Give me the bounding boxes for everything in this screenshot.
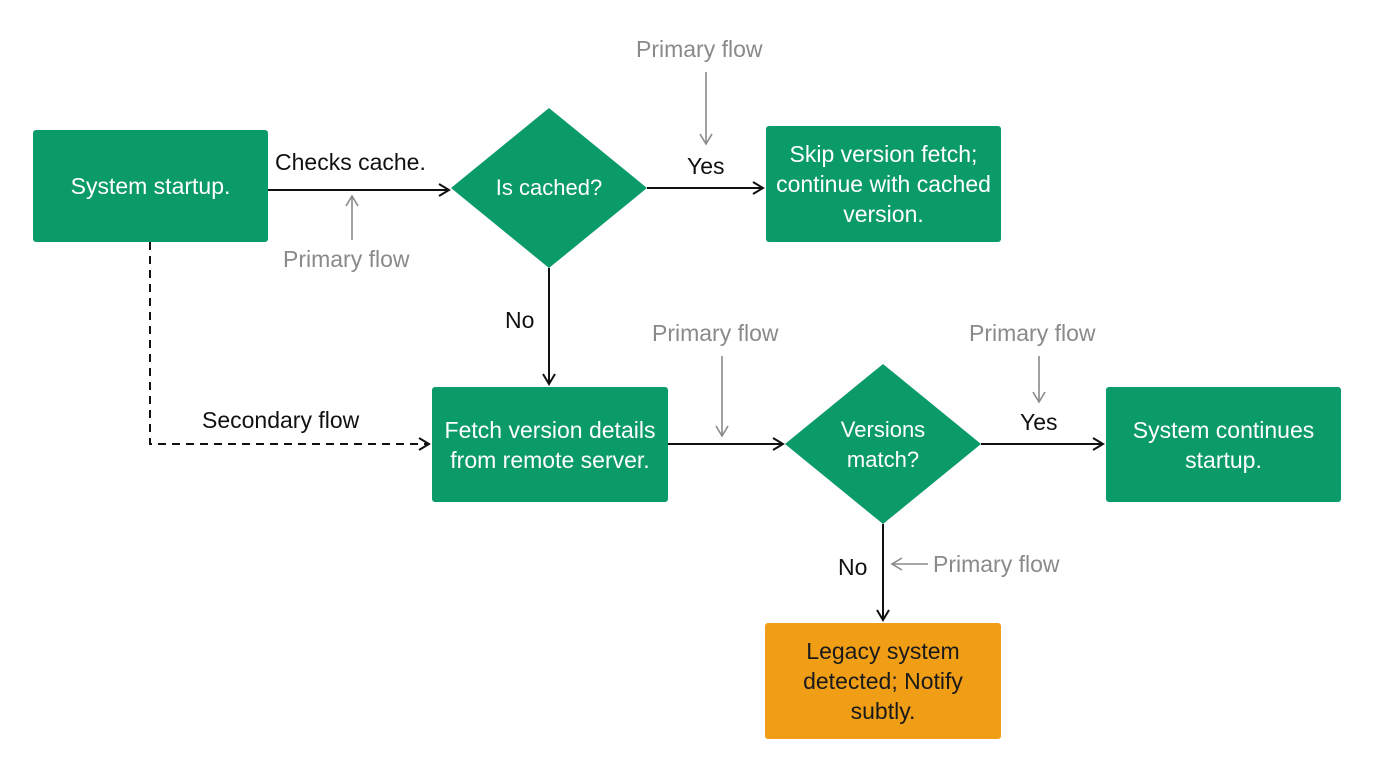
node-system-startup: System startup. xyxy=(33,130,268,242)
edge-label-no-match: No xyxy=(838,554,868,580)
annotation-primary-flow-fetch: Primary flow xyxy=(652,320,779,346)
node-skip-version-fetch: Skip version fetch; continue with cached… xyxy=(766,126,1001,242)
annotation-primary-flow-yes: Primary flow xyxy=(969,320,1096,346)
node-fetch-version-details-label: Fetch version details from remote server… xyxy=(444,416,656,473)
node-legacy-system-detected: Legacy system detected; Notify subtly. xyxy=(765,623,1001,739)
annotation-primary-flow-startup: Primary flow xyxy=(283,246,410,272)
versions-match-diamond xyxy=(785,364,981,524)
edge-label-no-cached: No xyxy=(505,307,535,333)
edge-label-checks-cache: Checks cache. xyxy=(275,149,426,175)
node-legacy-system-detected-label: Legacy system detected; Notify subtly. xyxy=(803,638,963,724)
node-fetch-version-details: Fetch version details from remote server… xyxy=(432,387,668,502)
annotation-primary-flow-no: Primary flow xyxy=(933,551,1060,577)
edge-label-yes-match: Yes xyxy=(1020,409,1058,435)
is-cached-diamond xyxy=(451,108,647,268)
node-system-continues: System continues startup. xyxy=(1106,387,1341,502)
edge-label-secondary-flow: Secondary flow xyxy=(202,407,360,433)
node-system-continues-label: System continues startup. xyxy=(1132,416,1315,473)
edge-secondary-flow xyxy=(149,242,431,451)
decision-versions-match-label: Versions match? xyxy=(840,417,926,472)
node-skip-version-fetch-label: Skip version fetch; continue with cached… xyxy=(776,141,991,227)
decision-is-cached-label: Is cached? xyxy=(495,175,603,200)
edge-label-yes-cached: Yes xyxy=(687,153,725,179)
node-system-startup-label: System startup. xyxy=(70,173,231,199)
annotation-primary-flow-top: Primary flow xyxy=(636,36,763,62)
